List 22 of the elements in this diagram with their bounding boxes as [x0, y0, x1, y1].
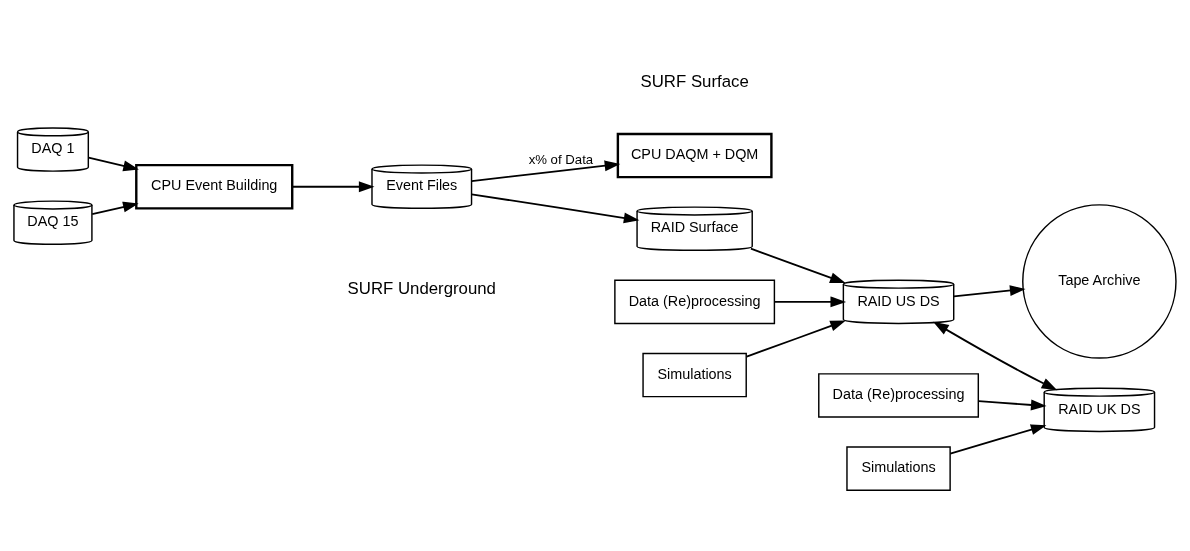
node-box: Simulations	[846, 446, 951, 491]
label: SURF Underground	[347, 279, 496, 299]
node-box: Simulations	[642, 352, 747, 398]
node-box: CPU DAQM + DQM	[616, 132, 773, 179]
node-box: Data (Re)processing	[818, 373, 980, 418]
arrow	[745, 320, 846, 358]
arrow	[949, 424, 1047, 455]
arrow	[470, 193, 640, 224]
label: SURF Surface	[640, 71, 749, 91]
arrow	[953, 285, 1026, 298]
arrow	[933, 321, 1058, 391]
node-box: Data (Re)processing	[614, 279, 776, 325]
node-circle: Tape Archive	[1022, 204, 1177, 359]
arrow	[291, 181, 375, 193]
arrow	[91, 201, 139, 215]
arrow	[750, 247, 846, 284]
arrow	[774, 296, 847, 308]
arrow	[977, 399, 1047, 411]
node-box: CPU Event Building	[135, 163, 294, 210]
arrow	[470, 160, 621, 183]
arrow	[87, 156, 139, 172]
edge-label: x% of Data	[528, 151, 594, 167]
